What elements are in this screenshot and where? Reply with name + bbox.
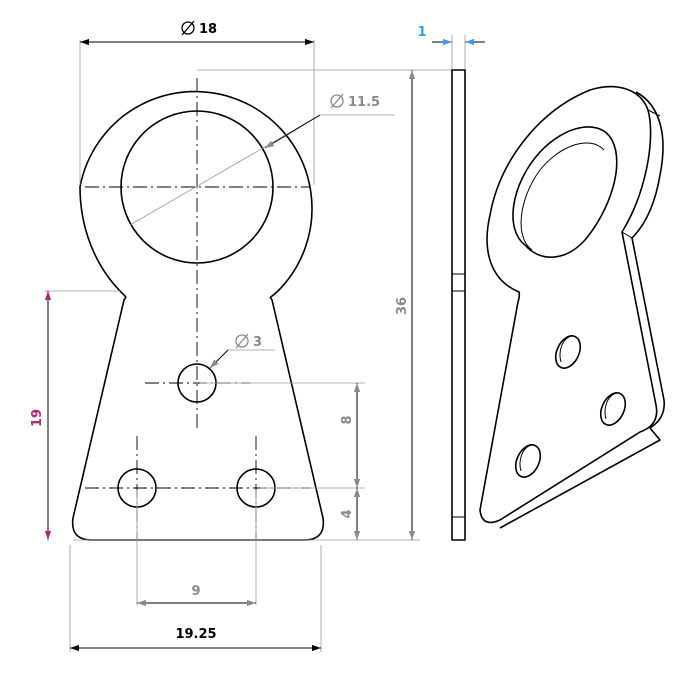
iso-small-hole-top <box>554 335 582 369</box>
isometric-view <box>479 85 666 529</box>
dimension-bottom-offset: 4 <box>340 488 361 540</box>
vertical-spacing-value: 8 <box>340 415 355 424</box>
outer-diameter-value: 18 <box>199 22 217 37</box>
bottom-width-value: 19.25 <box>175 627 216 642</box>
dimension-outer-diameter: 18 <box>80 20 314 46</box>
total-height-value: 36 <box>395 297 410 315</box>
dimension-hole-diameter: 11.5 <box>264 93 395 149</box>
part-outline <box>71 90 325 541</box>
dimension-vertical-hole-spacing: 8 <box>340 383 361 488</box>
iso-small-hole-left <box>514 444 542 478</box>
dimension-thickness: 1 <box>417 25 485 46</box>
front-view <box>71 78 325 541</box>
dimension-bottom-width: 19.25 <box>70 627 321 652</box>
diameter-icon <box>330 93 344 109</box>
hole-diameter-value: 11.5 <box>348 95 380 110</box>
dimension-total-height: 36 <box>395 70 416 540</box>
thickness-value: 1 <box>417 25 426 40</box>
bottom-offset-value: 4 <box>340 509 355 518</box>
dimension-small-hole-diameter: 3 <box>209 333 275 369</box>
iso-part-outline <box>479 85 658 524</box>
small-hole-diameter-value: 3 <box>253 335 262 350</box>
diameter-icon <box>181 20 195 36</box>
iso-small-hole-right <box>599 392 627 426</box>
dimension-lower-height: 19 <box>30 291 52 540</box>
horizontal-spacing-value: 9 <box>191 584 200 599</box>
side-view <box>451 69 466 541</box>
side-profile <box>451 69 466 541</box>
diameter-icon <box>235 333 249 349</box>
dimension-horizontal-hole-spacing: 9 <box>137 584 256 607</box>
lower-height-value: 19 <box>30 409 45 427</box>
iso-main-hole <box>512 126 618 258</box>
extension-lines <box>45 35 466 652</box>
